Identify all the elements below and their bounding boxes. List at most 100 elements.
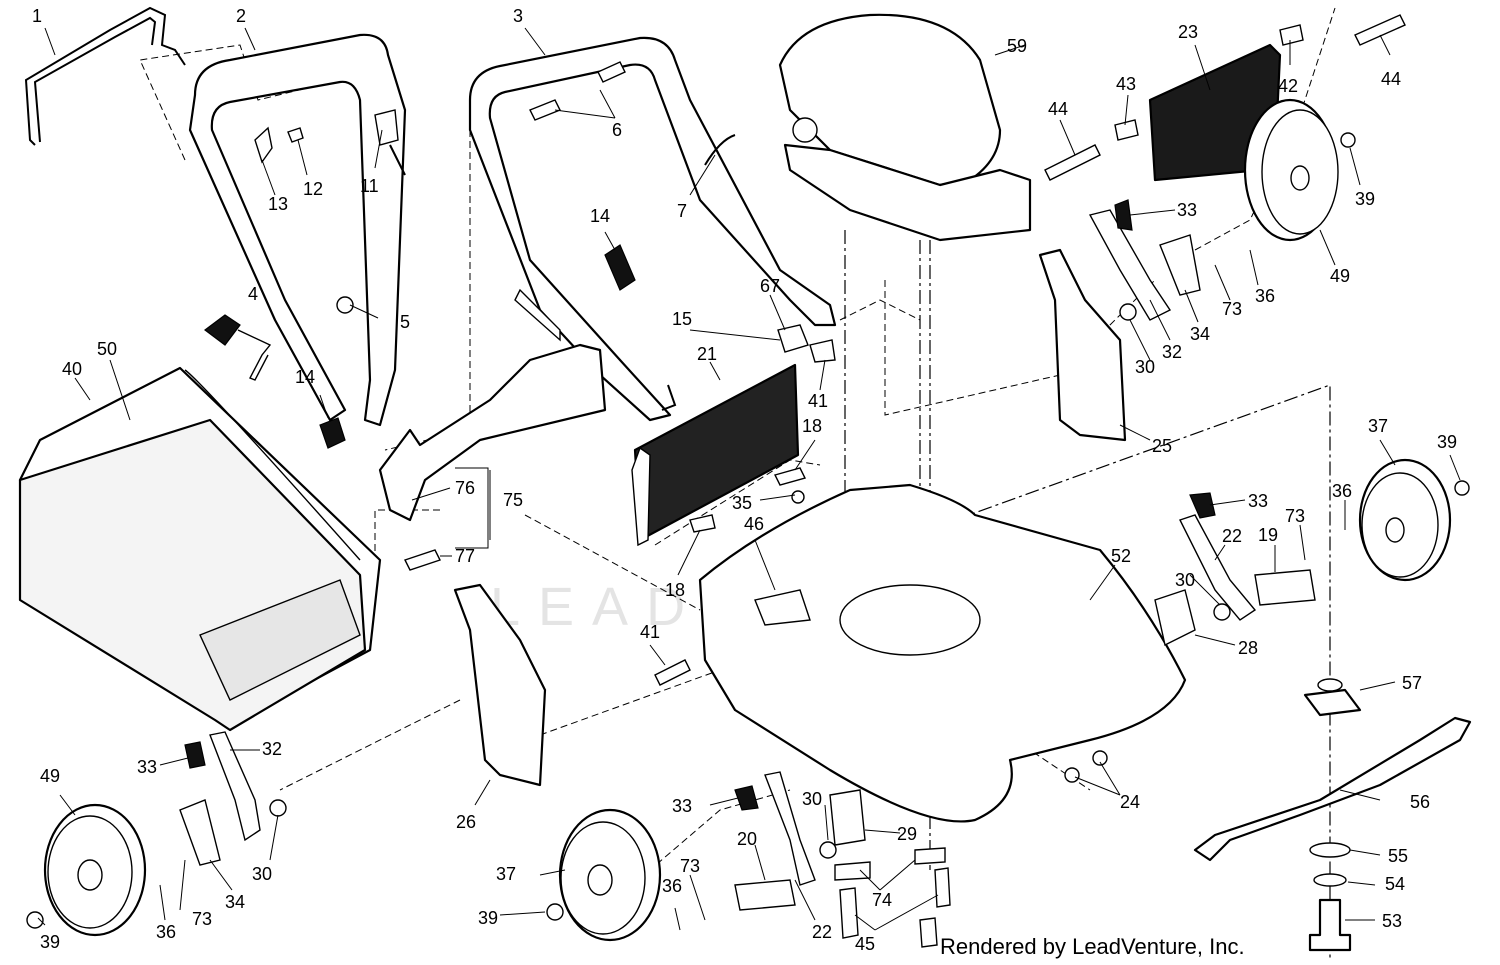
bolt-12 [287, 127, 304, 143]
callout-73b: 73 [1285, 506, 1305, 526]
callout-19: 19 [1258, 525, 1278, 545]
callout-67: 67 [760, 276, 780, 296]
callout-46: 46 [744, 514, 764, 534]
callout-30d: 30 [802, 789, 822, 809]
control-bail [24, 6, 186, 146]
bracket-74 [834, 861, 871, 881]
grass-bag [18, 418, 367, 732]
axle-bracket-34-right [1159, 234, 1201, 296]
callout-6: 6 [612, 120, 622, 140]
bolt-41-upper [809, 339, 836, 363]
callout-37a: 37 [1368, 416, 1388, 436]
mower-deck [698, 483, 1187, 823]
callout-11: 11 [360, 176, 379, 196]
wheel-arm-22-right [1179, 514, 1257, 621]
callout-7: 7 [677, 201, 687, 221]
discharge-chute [378, 343, 607, 522]
callout-24: 24 [1120, 792, 1140, 812]
bracket-13 [254, 126, 273, 164]
callout-36d: 36 [662, 876, 682, 896]
callout-leaders [37, 27, 1461, 931]
nut-24b [1092, 750, 1108, 766]
callout-33d: 33 [672, 796, 692, 816]
callout-23: 23 [1178, 22, 1198, 42]
bolt-44-right [1354, 14, 1406, 46]
callout-77: 77 [455, 546, 475, 566]
callout-32b: 32 [262, 739, 282, 759]
callout-1: 1 [32, 6, 42, 26]
bracket-75-group [455, 467, 489, 549]
callout-39d: 39 [478, 908, 498, 928]
callout-29: 29 [897, 824, 917, 844]
callout-15: 15 [672, 309, 692, 329]
bolts-45 [839, 887, 859, 939]
blade-adapter-57 [1303, 688, 1362, 717]
upper-handle [188, 33, 407, 427]
callout-43: 43 [1116, 74, 1136, 94]
rear-flap [633, 363, 800, 542]
callout-30c: 30 [252, 864, 272, 884]
callout-28: 28 [1238, 638, 1258, 658]
deck-insert-46 [754, 589, 811, 626]
callout-41b: 41 [808, 391, 828, 411]
wheel-arm-32-right [1088, 209, 1172, 321]
callout-76: 76 [455, 478, 475, 498]
callout-30a: 30 [1135, 357, 1155, 377]
washer-54 [1313, 873, 1347, 887]
bolt-6b [529, 99, 561, 121]
bushing-30b [1213, 603, 1231, 621]
callout-22a: 22 [1222, 526, 1242, 546]
wheel-front-right-37 [1358, 458, 1452, 582]
callout-73c: 73 [192, 909, 212, 929]
callout-35: 35 [732, 493, 752, 513]
callout-13: 13 [268, 194, 288, 214]
footer-credit: Rendered by LeadVenture, Inc. [940, 934, 1245, 959]
callout-21: 21 [697, 344, 717, 364]
spring-42 [1279, 24, 1304, 46]
bushing-30a [1119, 303, 1137, 321]
bracket-29 [829, 789, 866, 846]
nut-39a [1340, 132, 1356, 148]
callout-59: 59 [1007, 36, 1027, 56]
callout-45: 45 [855, 934, 875, 954]
handle-knob-center [604, 244, 636, 291]
bolt-44-left [1044, 144, 1101, 181]
axle-bracket-20 [734, 879, 796, 911]
wheel-cap-33b [1189, 492, 1216, 519]
callout-73d: 73 [680, 856, 700, 876]
wheel-cap-33c [184, 741, 206, 769]
nut-39c [26, 911, 44, 929]
bolt-18b [689, 514, 716, 533]
callout-73a: 73 [1222, 299, 1242, 319]
callout-42: 42 [1278, 76, 1298, 96]
engine-block [783, 143, 1032, 242]
nut-39d [546, 903, 564, 921]
cable-clip-11 [374, 109, 399, 146]
callout-39a: 39 [1355, 189, 1375, 209]
wheel-cap-33d [734, 785, 759, 811]
callout-49b: 49 [40, 766, 60, 786]
callout-34a: 34 [1190, 324, 1210, 344]
callout-30b: 30 [1175, 570, 1195, 590]
handle-knob-lower [319, 417, 346, 449]
callout-3: 3 [513, 6, 523, 26]
callout-36a: 36 [1255, 286, 1275, 306]
callout-14b: 14 [295, 367, 315, 387]
callout-14a: 14 [590, 206, 610, 226]
callout-18a: 18 [802, 416, 822, 436]
callout-54: 54 [1385, 874, 1405, 894]
callout-41a: 41 [640, 622, 660, 642]
callout-20: 20 [737, 829, 757, 849]
callout-33a: 33 [1177, 200, 1197, 220]
axle-bracket-19 [1254, 569, 1316, 606]
callout-33b: 33 [1248, 491, 1268, 511]
callout-39b: 39 [1437, 432, 1457, 452]
callout-57: 57 [1402, 673, 1422, 693]
washer-55 [1309, 842, 1351, 858]
callout-44b: 44 [1048, 99, 1068, 119]
cable-tie-67 [777, 324, 809, 353]
callout-25: 25 [1152, 436, 1172, 456]
callout-37b: 37 [496, 864, 516, 884]
wheel-front-left-37 [558, 808, 662, 942]
